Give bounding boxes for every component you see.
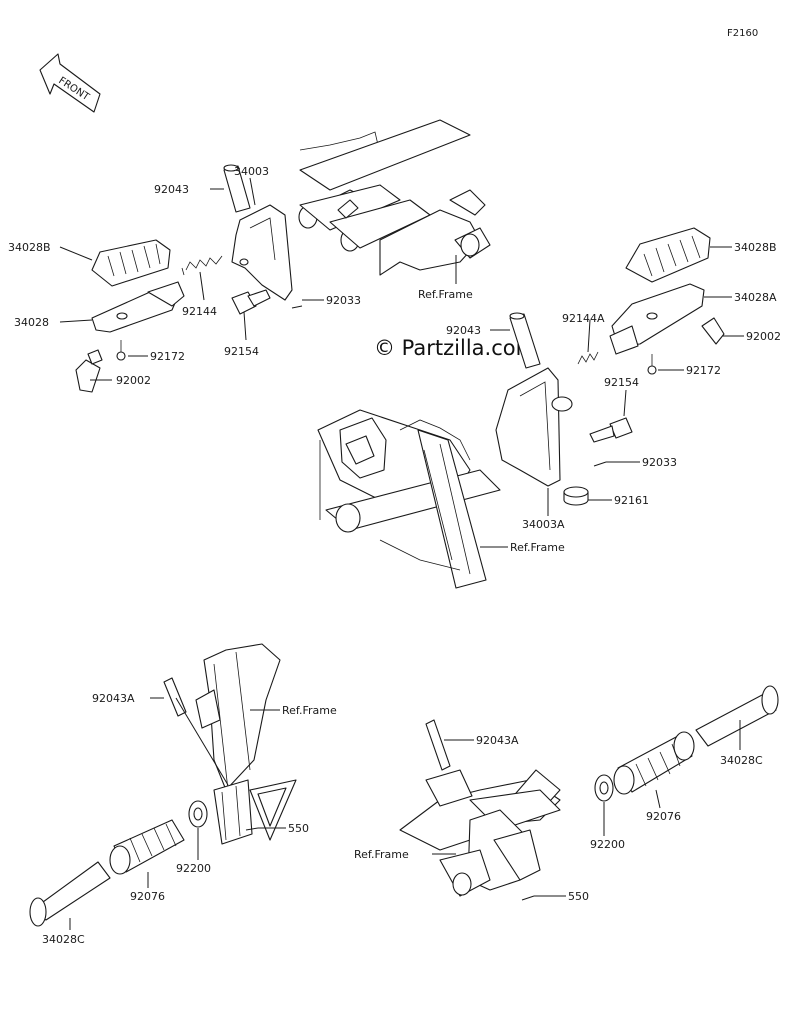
leader-lines-top-left bbox=[59, 177, 457, 381]
label-92076-right: 92076 bbox=[646, 810, 681, 823]
label-550-right: 550 bbox=[568, 890, 589, 903]
footpeg-rubber-34028b-left bbox=[91, 239, 171, 287]
diagram-code: F2160 bbox=[727, 28, 758, 39]
label-92172-left: 92172 bbox=[150, 350, 185, 363]
bolt-92154-right bbox=[589, 417, 633, 443]
pin-92043-right bbox=[509, 312, 541, 369]
label-92043-left: 92043 bbox=[154, 183, 189, 196]
damper-92161 bbox=[563, 486, 589, 506]
washer-92200-left bbox=[188, 800, 208, 828]
label-34028b-left: 34028B bbox=[8, 241, 51, 254]
grip-92076-left bbox=[109, 819, 185, 875]
svg-text:© Partzilla.com: © Partzilla.com bbox=[374, 336, 536, 360]
bottom-right-section bbox=[399, 769, 561, 897]
label-ref-frame-top: Ref.Frame bbox=[418, 288, 473, 301]
label-92144a: 92144A bbox=[562, 312, 605, 325]
bolt-92154-left bbox=[231, 289, 271, 315]
stopper-92002-left bbox=[75, 349, 103, 393]
label-92200-left: 92200 bbox=[176, 862, 211, 875]
label-92144-left: 92144 bbox=[182, 305, 217, 318]
leader-lines-bottom-right bbox=[432, 720, 741, 897]
label-34028b-right: 34028B bbox=[734, 241, 777, 254]
label-92002-left: 92002 bbox=[116, 374, 151, 387]
label-92154-left: 92154 bbox=[224, 345, 259, 358]
cotter-pin-92033-right bbox=[593, 461, 607, 467]
mid-frame-section bbox=[317, 409, 501, 589]
label-92033-left: 92033 bbox=[326, 294, 361, 307]
leader-lines-bottom-left bbox=[69, 697, 286, 930]
label-92043a-right: 92043A bbox=[476, 734, 519, 747]
top-frame-section bbox=[298, 119, 491, 276]
bracket-34003a bbox=[495, 367, 573, 487]
cotter-pin-92033-left bbox=[291, 305, 303, 309]
label-92172-right: 92172 bbox=[686, 364, 721, 377]
label-34028c-left: 34028C bbox=[42, 933, 85, 946]
washer-92200-right bbox=[594, 774, 614, 802]
bracket-34003 bbox=[231, 204, 293, 301]
label-92154-right: 92154 bbox=[604, 376, 639, 389]
label-ref-frame-mid: Ref.Frame bbox=[510, 541, 565, 554]
grip-92076-right bbox=[613, 731, 695, 795]
label-92002-right: 92002 bbox=[746, 330, 781, 343]
spring-92144a bbox=[577, 351, 599, 365]
pin-92043-left bbox=[223, 164, 251, 213]
label-92076-left: 92076 bbox=[130, 890, 165, 903]
pin-92043a-right bbox=[425, 719, 451, 771]
label-34028c-right: 34028C bbox=[720, 754, 763, 767]
label-92200-right: 92200 bbox=[590, 838, 625, 851]
pin-92043a-left bbox=[163, 677, 187, 717]
label-92161: 92161 bbox=[614, 494, 649, 507]
footpeg-rubber-34028b-right bbox=[625, 227, 711, 283]
bottom-left-section bbox=[195, 643, 297, 845]
label-34028-left: 34028 bbox=[14, 316, 49, 329]
front-arrow-icon: FRONT bbox=[39, 53, 101, 113]
label-34003a: 34003A bbox=[522, 518, 565, 531]
watermark: © Partzilla.com bbox=[374, 336, 536, 360]
peg-34028c-right bbox=[695, 685, 779, 747]
label-92033-right: 92033 bbox=[642, 456, 677, 469]
screw-92172-right bbox=[647, 354, 657, 375]
peg-34028c-left bbox=[29, 861, 111, 927]
label-ref-frame-bottom-left: Ref.Frame bbox=[282, 704, 337, 717]
label-34028a-right: 34028A bbox=[734, 291, 777, 304]
footpeg-34028a-right bbox=[609, 283, 705, 355]
label-92043-right: 92043 bbox=[446, 324, 481, 337]
screw-92172-left bbox=[116, 340, 126, 361]
leader-lines-middle bbox=[480, 246, 744, 548]
label-550-left: 550 bbox=[288, 822, 309, 835]
footpeg-34028-left bbox=[91, 281, 185, 333]
cotter-pin-550-right bbox=[521, 895, 535, 901]
spring-92144-left bbox=[181, 255, 223, 276]
stopper-92002-right bbox=[701, 317, 725, 345]
label-92043a-left: 92043A bbox=[92, 692, 135, 705]
label-34003: 34003 bbox=[234, 165, 269, 178]
cotter-pin-550-left bbox=[245, 827, 259, 831]
label-ref-frame-bottom-right: Ref.Frame bbox=[354, 848, 409, 861]
